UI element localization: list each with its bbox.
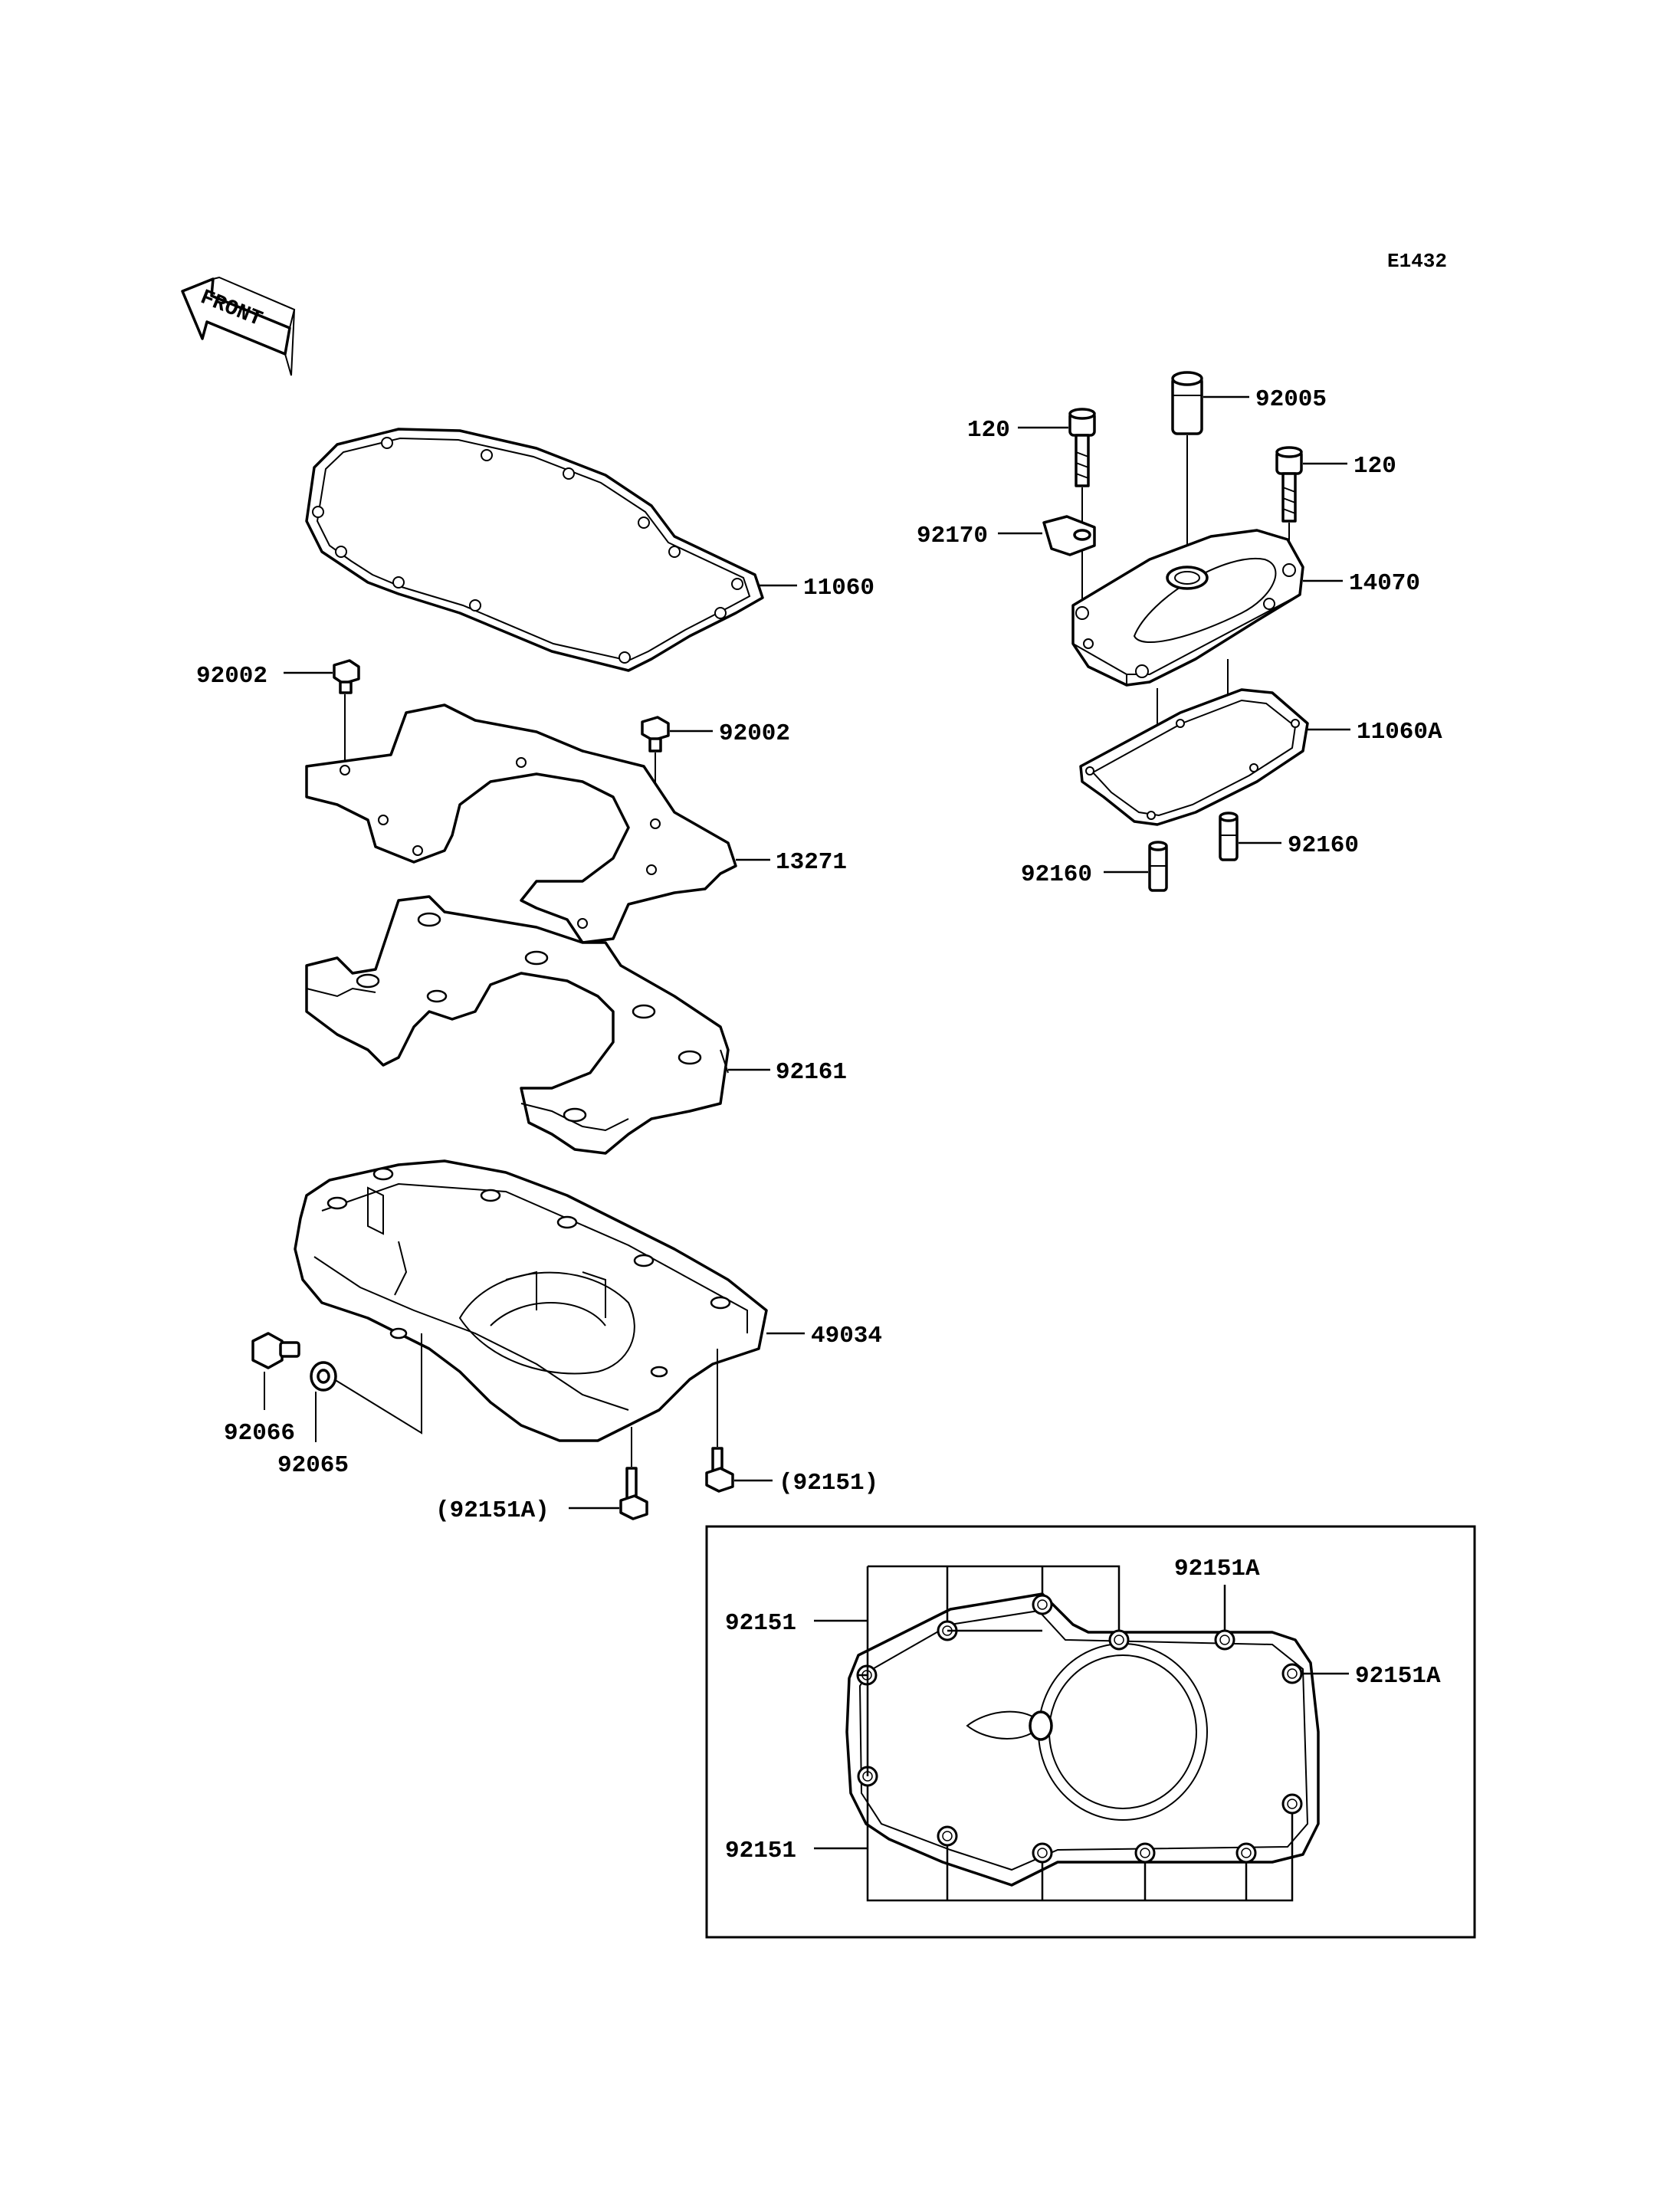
label-92066: 92066 (224, 1420, 295, 1447)
detail-label-top-92151a: 92151A (1174, 1556, 1260, 1582)
label-11060a: 11060A (1357, 719, 1442, 746)
label-92161: 92161 (776, 1059, 847, 1086)
detail-label-right-92151a: 92151A (1355, 1663, 1441, 1690)
label-120-left: 120 (967, 417, 1010, 444)
label-92065: 92065 (277, 1452, 349, 1479)
detail-label-lower-92151: 92151 (725, 1838, 796, 1864)
label-92002-right: 92002 (719, 720, 790, 747)
detail-label-upper-92151: 92151 (725, 1610, 796, 1637)
bolt-120-left-icon (1068, 408, 1096, 487)
label-92151-paren: (92151) (779, 1470, 878, 1497)
drain-bolt-92066-icon (251, 1332, 300, 1369)
diagram-code: E1432 (1387, 250, 1447, 273)
leader-92065-ref (333, 1333, 422, 1435)
bolt-92151-icon (705, 1447, 734, 1493)
washer-92065-icon (310, 1361, 337, 1392)
oil-pan-gasket (305, 428, 764, 672)
bolt-120-right-icon (1275, 446, 1303, 523)
label-11060: 11060 (803, 575, 874, 602)
rubber-damper (305, 895, 730, 1155)
label-92160-left: 92160 (1021, 861, 1092, 888)
bolt-92002-left-icon (333, 659, 360, 694)
label-92170: 92170 (917, 523, 988, 549)
label-92005: 92005 (1255, 386, 1327, 413)
label-49034: 49034 (811, 1323, 882, 1349)
dowel-92160-left-icon (1148, 841, 1168, 892)
baffle-plate (305, 703, 737, 944)
oil-pan-cover (1071, 529, 1304, 687)
label-13271: 13271 (776, 849, 847, 876)
bolt-92151a-icon (619, 1467, 648, 1520)
clamp-92170-icon (1042, 515, 1096, 556)
front-arrow-icon: FRONT (181, 276, 296, 376)
label-14070: 14070 (1349, 570, 1420, 597)
label-92002-left: 92002 (196, 663, 267, 690)
label-92151a-paren: (92151A) (435, 1497, 550, 1524)
bolt-92002-right-icon (641, 716, 670, 753)
pipe-92005-icon (1171, 371, 1203, 435)
label-120-right: 120 (1354, 453, 1396, 480)
cover-gasket (1079, 688, 1309, 826)
oil-pan (294, 1159, 768, 1442)
dowel-92160-right-icon (1219, 812, 1239, 861)
bolt-location-detail-view (705, 1525, 1476, 1939)
label-92160-right: 92160 (1288, 832, 1359, 859)
